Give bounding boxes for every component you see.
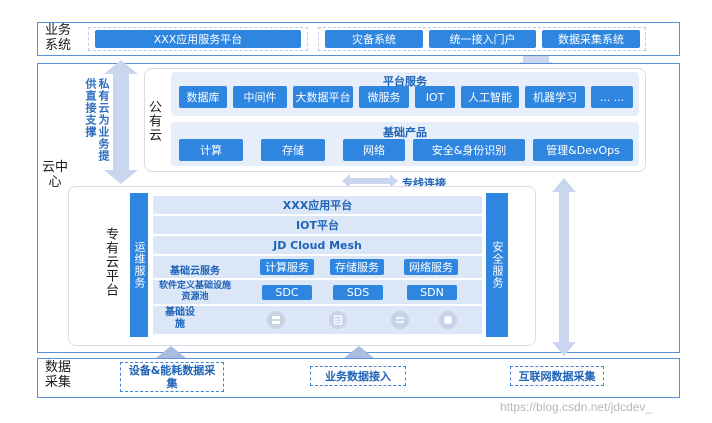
business-data-collection-system[interactable]: 数据采集系统	[542, 30, 640, 48]
collect-business-data[interactable]: 业务数据接入	[310, 366, 406, 386]
platform-middleware[interactable]: 中间件	[233, 86, 287, 108]
layer-jd-cloud-mesh: JD Cloud Mesh	[153, 236, 482, 254]
cloud-center-label: 云中 心	[41, 160, 68, 190]
base-devops[interactable]: 管理&DevOps	[533, 139, 633, 161]
sd-sdc[interactable]: SDC	[262, 285, 312, 300]
data-collection-label: 数据 采集	[44, 360, 71, 390]
business-row-main	[88, 27, 308, 51]
public-cloud-label: 公有云	[146, 100, 161, 142]
infrastructure-label: 基础设施	[165, 307, 195, 330]
private-cloud-label: 专有云平台	[103, 227, 118, 297]
sd-sds[interactable]: SDS	[333, 285, 383, 300]
platform-bigdata[interactable]: 大数据平台	[293, 86, 353, 108]
private-support-text: 私有云为业务提供直接支撑	[84, 78, 110, 162]
business-unified-portal[interactable]: 统一接入门户	[429, 30, 536, 48]
base-products-title: 基础产品	[383, 126, 427, 139]
watermark: https://blog.csdn.net/jdcdev_	[500, 400, 653, 414]
up-arrow-icon	[156, 346, 186, 360]
business-disaster-recovery[interactable]: 灾备系统	[325, 30, 423, 48]
infrastructure-row	[153, 306, 482, 334]
dedicated-link-arrow-icon	[342, 174, 398, 188]
up-arrow-icon	[344, 346, 374, 360]
base-cloud-row	[153, 256, 482, 278]
base-cloud-network[interactable]: 网络服务	[404, 259, 458, 275]
double-arrow-icon	[104, 60, 138, 184]
ops-service-bar: 运维服务	[130, 193, 148, 337]
business-app-platform[interactable]: XXX应用服务平台	[95, 30, 301, 48]
base-cloud-storage[interactable]: 存储服务	[330, 259, 384, 275]
base-storage[interactable]: 存储	[261, 139, 325, 161]
platform-database[interactable]: 数据库	[179, 86, 227, 108]
platform-services-title: 平台服务	[383, 75, 427, 88]
right-double-arrow-icon	[552, 178, 576, 356]
collect-device-energy[interactable]: 设备&能耗数据采集	[120, 362, 224, 392]
base-cloud-compute[interactable]: 计算服务	[260, 259, 314, 275]
business-row-others	[318, 27, 646, 51]
platform-microservice[interactable]: 微服务	[359, 86, 409, 108]
storage-icon	[439, 311, 457, 329]
base-security[interactable]: 安全&身份识别	[413, 139, 525, 161]
layer-app-platform: XXX应用平台	[153, 196, 482, 214]
rack-icon	[329, 311, 347, 329]
layer-iot-platform: IOT平台	[153, 216, 482, 234]
security-service-bar: 安全服务	[486, 193, 508, 337]
business-system-label: 业务 系统	[44, 23, 71, 53]
collect-internet-data[interactable]: 互联网数据采集	[510, 366, 604, 386]
base-compute[interactable]: 计算	[179, 139, 243, 161]
platform-more[interactable]: ... ...	[591, 86, 633, 108]
switch-icon	[391, 311, 409, 329]
sd-sdn[interactable]: SDN	[407, 285, 457, 300]
base-cloud-label: 基础云服务	[170, 266, 220, 277]
server-icon	[267, 311, 285, 329]
platform-iot[interactable]: IOT	[415, 86, 455, 108]
platform-ml[interactable]: 机器学习	[525, 86, 585, 108]
software-defined-label: 软件定义基础设施资源池	[158, 281, 231, 302]
base-network[interactable]: 网络	[343, 139, 405, 161]
platform-ai[interactable]: 人工智能	[461, 86, 519, 108]
